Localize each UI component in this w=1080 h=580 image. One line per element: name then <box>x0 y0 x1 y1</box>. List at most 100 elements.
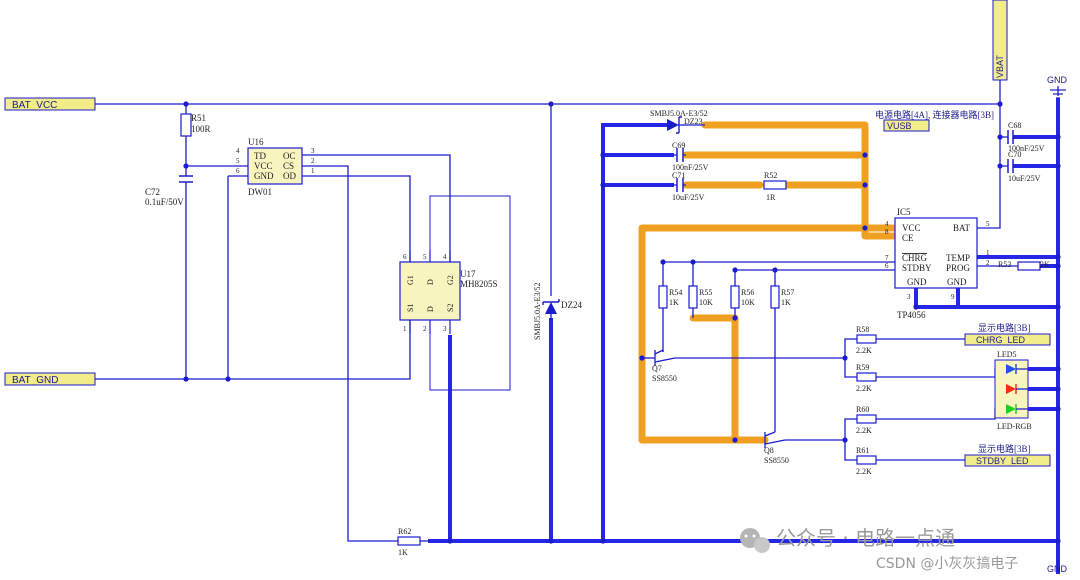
u17-part: MH8205S <box>460 279 498 289</box>
resistor-r54 <box>658 285 668 309</box>
u17-d-top: D <box>426 279 435 285</box>
r57-ref: R57 <box>781 288 794 297</box>
highlighted-net <box>638 121 899 444</box>
svg-text:BAT_GND: BAT_GND <box>12 375 59 386</box>
r52-ref: R52 <box>764 171 777 180</box>
gnd-label-bottom: GND <box>1047 564 1068 574</box>
r54-value: 1K <box>669 298 679 307</box>
transistor-q8 <box>764 431 786 448</box>
u17-pin4: 4 <box>443 253 447 261</box>
ic5-pin-vcc: VCC <box>902 223 921 233</box>
u17-pin5: 5 <box>423 253 427 261</box>
netlabel-bat-gnd: BAT_GND <box>4 372 96 386</box>
transistor-q7 <box>642 349 676 366</box>
ic5-pin-prog: PROG <box>946 263 971 273</box>
ic5-pinnum-8: 8 <box>885 228 889 236</box>
u17-d-bottom: D <box>426 306 435 312</box>
gnd-label-top: GND <box>1047 75 1068 85</box>
svg-text:VUSB: VUSB <box>887 121 912 131</box>
watermark-wechat: 公众号 · 电路一点通 <box>776 526 955 550</box>
r55-value: 10K <box>699 298 713 307</box>
r61-ref: R61 <box>856 446 869 455</box>
u16-ref: U16 <box>248 137 264 147</box>
u17-pin3: 3 <box>443 325 447 333</box>
svg-text:VBAT: VBAT <box>995 55 1005 78</box>
resistor-r61 <box>856 455 877 465</box>
q8-part: SS8550 <box>764 456 789 465</box>
tvs-diode-dz23 <box>667 116 686 134</box>
c69-value: 100nF/25V <box>672 163 709 172</box>
ic5-pinnum-9: 9 <box>951 293 955 301</box>
resistor-r52 <box>763 180 787 190</box>
dz23-ref: DZ23 <box>684 117 703 126</box>
r57-value: 1K <box>781 298 791 307</box>
ic5-pinnum-5: 5 <box>986 220 990 228</box>
ic5-pinnum-1: 1 <box>986 249 990 257</box>
c68-ref: C68 <box>1008 121 1021 130</box>
ref-display1-label: 显示电路[3B] <box>978 322 1031 333</box>
r51-value: 100R <box>191 124 211 134</box>
r62-ref: R62 <box>398 527 411 536</box>
netlabel-bat-vcc: BAT_VCC <box>4 97 96 111</box>
u16-part: DW01 <box>248 187 272 197</box>
ic5-pin-ce: CE <box>902 233 914 243</box>
q7-ref: Q7 <box>652 364 662 373</box>
ic5-pin-chrg: CHRG <box>902 253 928 263</box>
ic-u16 <box>247 147 303 185</box>
u16-pin-od: OD <box>283 171 296 181</box>
ic5-pinnum-6: 6 <box>885 262 889 270</box>
u16-pinnum-5: 5 <box>236 157 240 165</box>
c71-value: 10uF/25V <box>672 193 705 202</box>
junctions <box>183 101 1061 544</box>
ic-ic5 <box>894 217 978 289</box>
q7-part: SS8550 <box>652 374 677 383</box>
netlabel-chrg-led: CHRG_LED <box>964 333 1051 346</box>
led5-part: LED-RGB <box>997 422 1032 431</box>
r60-value: 2.2K <box>856 426 872 435</box>
svg-text:STDBY_LED: STDBY_LED <box>976 456 1029 466</box>
dz24-ref: DZ24 <box>561 300 582 310</box>
ground-bus <box>428 98 1060 574</box>
ic5-pinnum-4: 4 <box>885 220 889 228</box>
r61-value: 2.2K <box>856 467 872 476</box>
c70-value: 10uF/25V <box>1008 174 1041 183</box>
ref-display2-label: 显示电路[3B] <box>978 443 1031 454</box>
u16-pin-gnd: GND <box>254 171 274 181</box>
resistor-r51 <box>180 113 192 137</box>
capacitor-c70 <box>1007 159 1014 173</box>
resistor-r53 <box>1017 261 1041 271</box>
svg-text:BAT_VCC: BAT_VCC <box>12 100 57 111</box>
capacitor-c68 <box>1007 130 1014 144</box>
resistor-r59 <box>856 372 877 382</box>
r59-value: 2.2K <box>856 384 872 393</box>
ic5-pinnum-2: 2 <box>986 259 990 267</box>
u17-pin1: 1 <box>403 325 407 333</box>
u17-pin6: 6 <box>403 253 407 261</box>
dz23-part: SMBJ5.0A-E3/52 <box>650 109 708 118</box>
r56-ref: R56 <box>741 288 754 297</box>
led5-ref: LED5 <box>997 350 1017 359</box>
c71-ref: C71 <box>672 171 685 180</box>
r60-ref: R60 <box>856 405 869 414</box>
u16-pin-td: TD <box>254 151 266 161</box>
u17-s2: S2 <box>446 304 455 312</box>
r59-ref: R59 <box>856 363 869 372</box>
ic5-pinnum-7: 7 <box>885 254 889 262</box>
ic5-pin-stdby: STDBY <box>902 263 932 273</box>
u16-pinnum-2: 2 <box>311 157 315 165</box>
watermark-csdn: CSDN @小灰灰搞电子 <box>876 556 1018 572</box>
netlabel-stdby-led: STDBY_LED <box>964 454 1051 467</box>
u16-pinnum-4: 4 <box>236 147 240 155</box>
resistor-r58 <box>856 334 877 344</box>
resistor-r62 <box>397 536 421 546</box>
u16-pinnum-3: 3 <box>311 147 315 155</box>
u17-g1: G1 <box>406 275 415 285</box>
netlabel-vbat: VBAT <box>992 0 1008 81</box>
c69-ref: C69 <box>672 141 685 150</box>
q8-ref: Q8 <box>764 446 774 455</box>
u17-pin2: 2 <box>423 325 427 333</box>
capacitor-c71 <box>676 178 684 192</box>
r58-ref: R58 <box>856 325 869 334</box>
c68-value: 100nF/25V <box>1008 144 1045 153</box>
r51-ref: R51 <box>191 113 206 123</box>
